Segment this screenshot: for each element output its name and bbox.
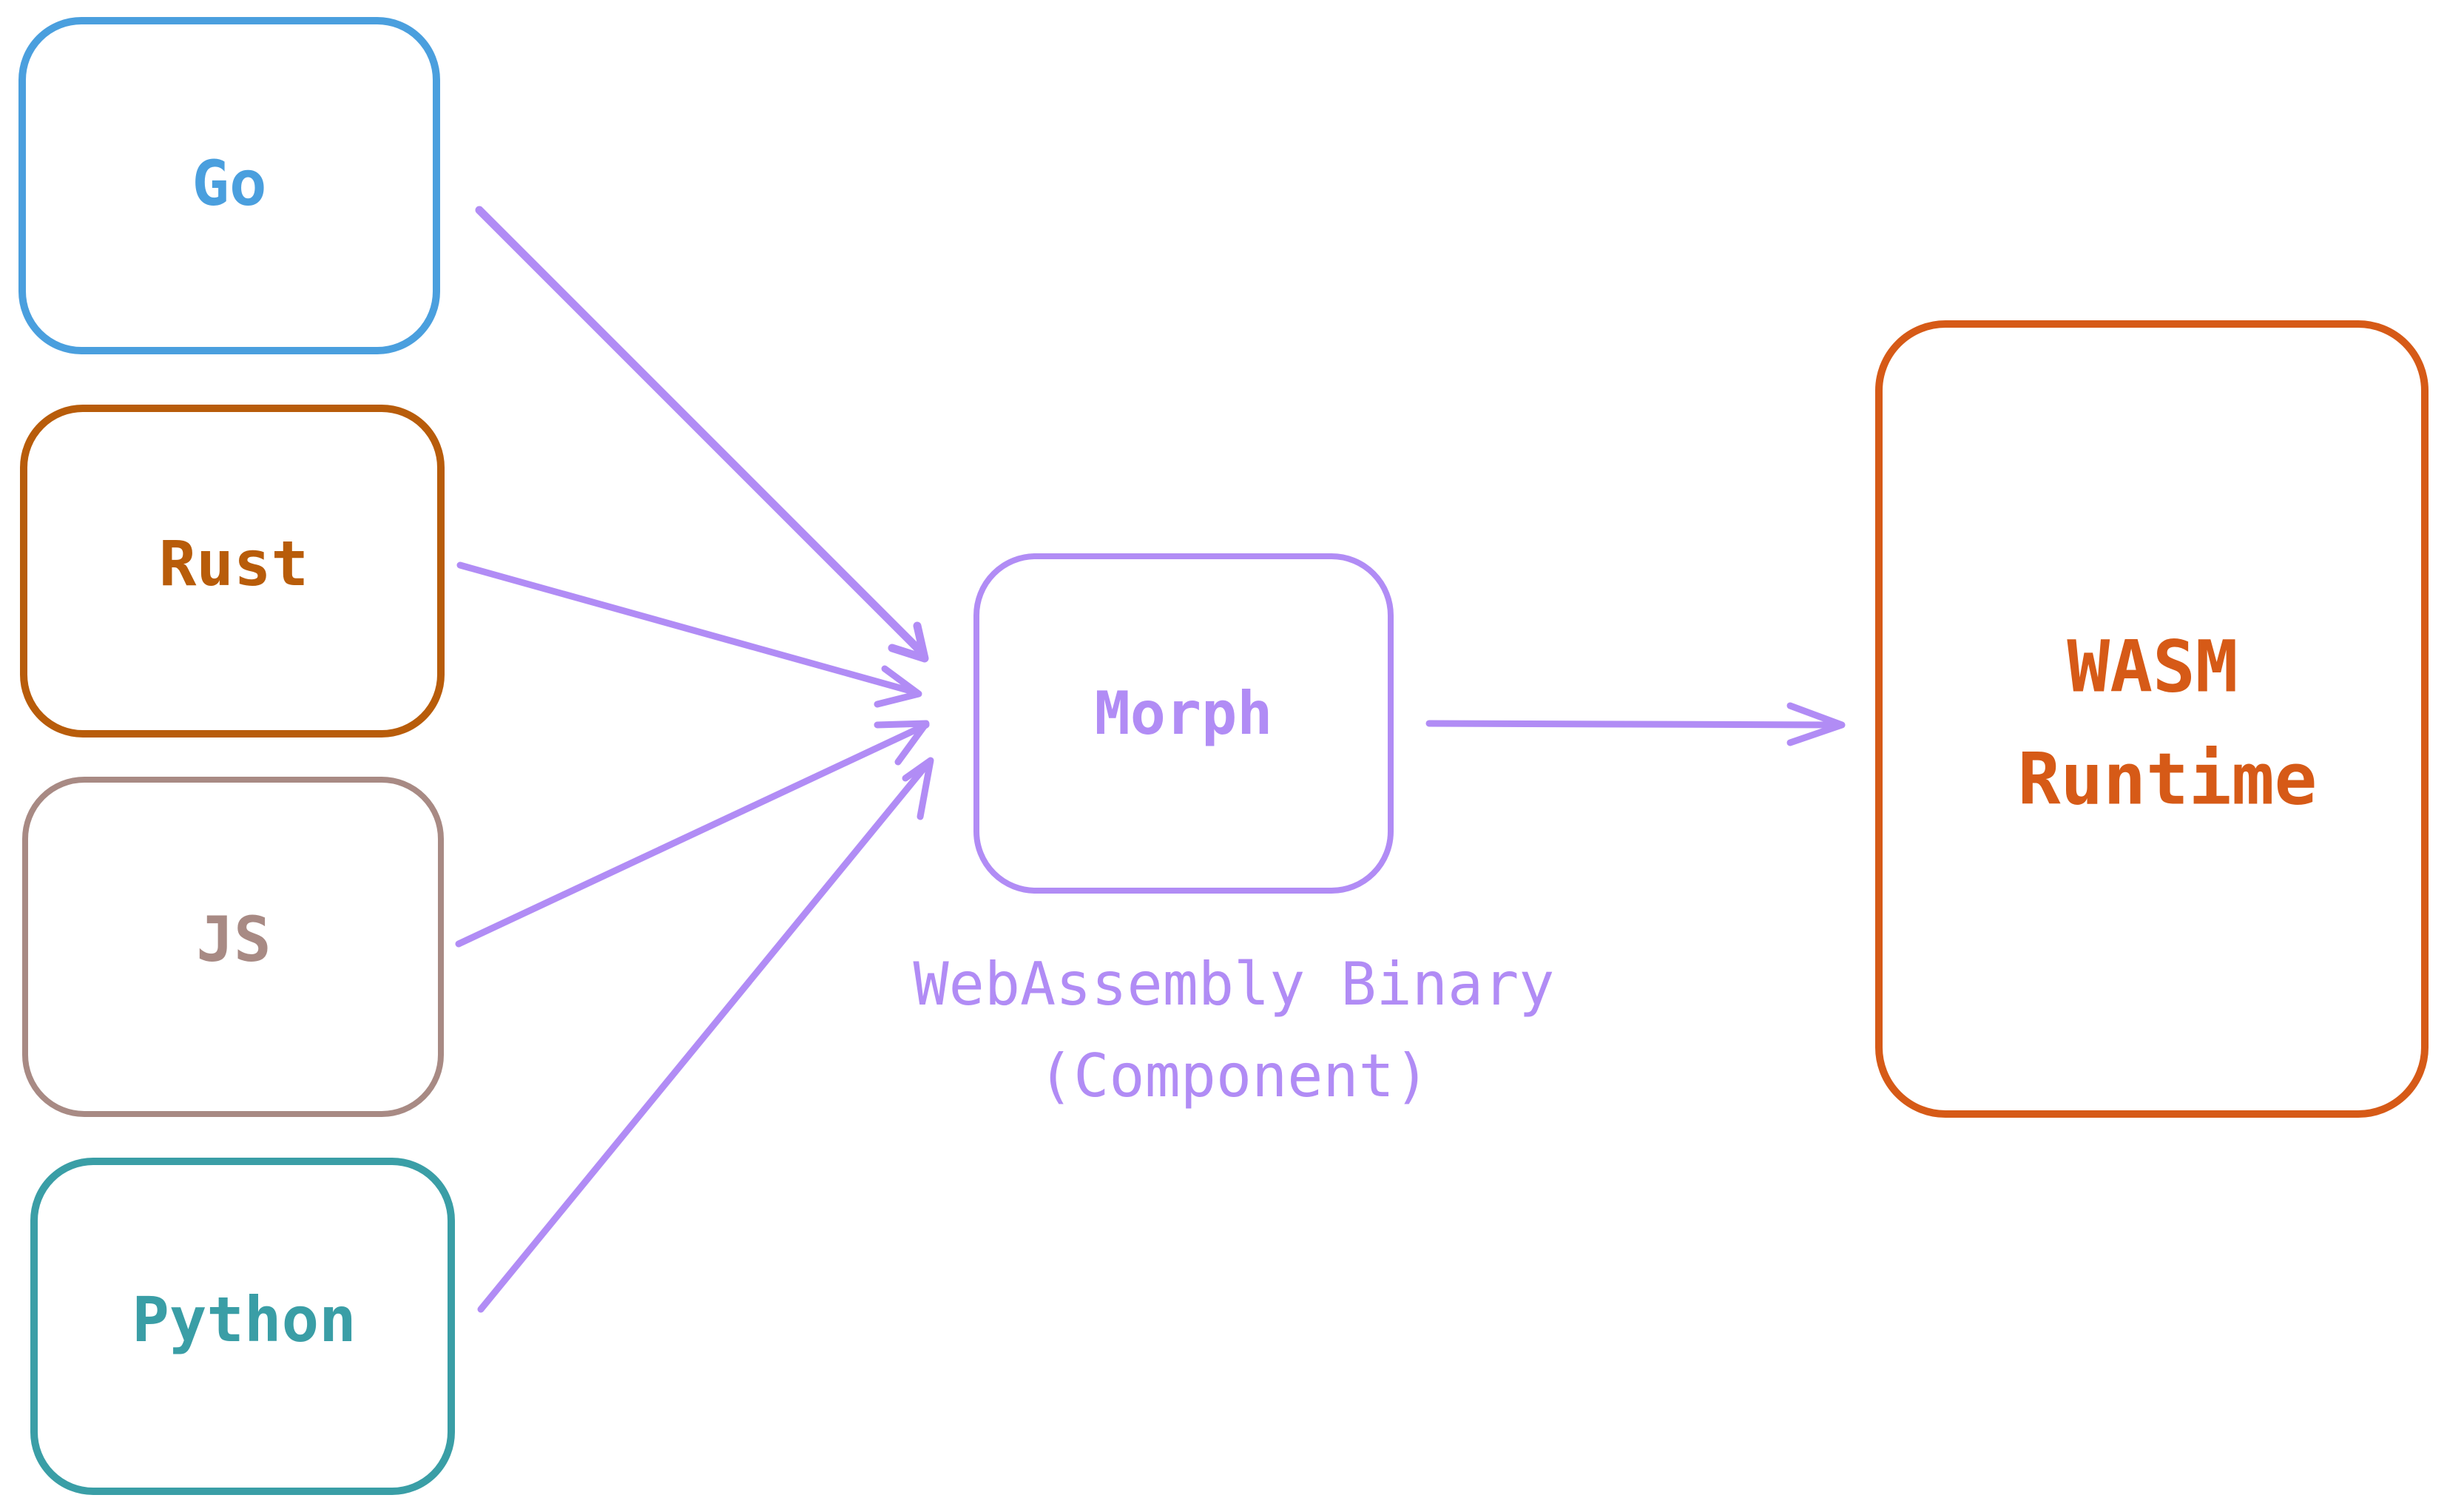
caption: WebAssembly Binary (Component): [914, 950, 1555, 1110]
node-go: Go: [18, 17, 440, 354]
edge-go-to-morph: [475, 206, 929, 663]
node-python: Python: [30, 1158, 455, 1495]
edge-rust-to-morph: [456, 561, 922, 708]
node-python-label: Python: [132, 1283, 356, 1356]
node-morph-box: [973, 553, 1394, 894]
node-wasm-runtime-label-line-2: Runtime: [2018, 738, 2318, 820]
edge-morph-to-wasm-runtime: [1425, 702, 1846, 746]
edge-python-to-morph: [477, 757, 934, 1313]
node-go-box: [18, 17, 440, 354]
node-python-box: [30, 1158, 455, 1495]
node-wasm-runtime: WASM Runtime: [1875, 320, 2429, 1118]
edge-js-to-morph: [455, 720, 930, 948]
node-rust: Rust: [20, 405, 445, 738]
node-rust-label: Rust: [159, 527, 308, 600]
node-wasm-runtime-box: [1875, 320, 2429, 1118]
node-morph-label: Morph: [1095, 679, 1273, 748]
node-wasm-runtime-label-line-1: WASM: [2067, 625, 2238, 708]
node-js-box: [22, 777, 444, 1117]
node-rust-box: [20, 405, 445, 738]
node-go-label: Go: [192, 147, 266, 220]
node-js: JS: [22, 777, 444, 1117]
node-js-label: JS: [196, 903, 271, 976]
edges: [455, 206, 1846, 1313]
caption-line-1: WebAssembly Binary: [914, 950, 1555, 1019]
node-morph: Morph: [973, 553, 1394, 894]
caption-line-2: (Component): [1038, 1042, 1430, 1110]
